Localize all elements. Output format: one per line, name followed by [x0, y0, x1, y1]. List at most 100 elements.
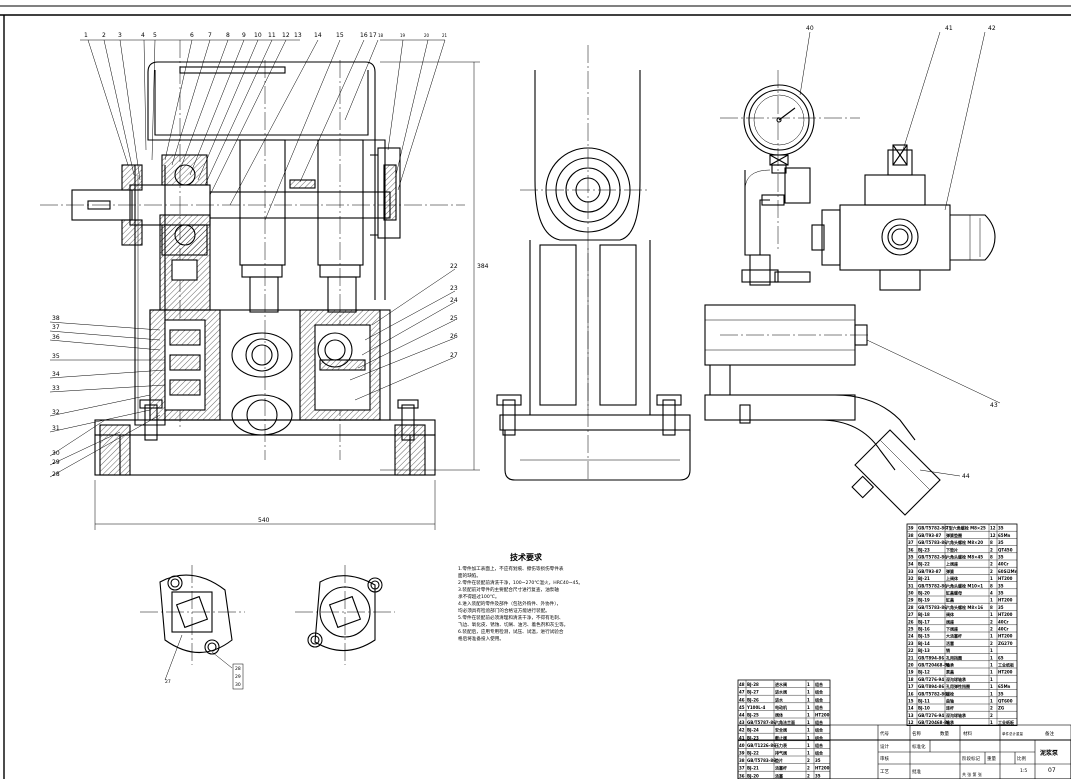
bom-upper-cell: 2 [990, 641, 993, 646]
callout-detail-29: 29 [235, 674, 241, 680]
callout-19: 19 [400, 33, 406, 38]
bom-upper-cell: BJ-10 [918, 706, 930, 711]
leader-lines-mid [349, 268, 456, 401]
bom-upper-cell: 33 [908, 569, 914, 574]
bom-upper-cell: GB/T5783-86 [918, 540, 947, 545]
bom-lower-cell: 40 [739, 743, 745, 748]
bom-upper-cell: 30 [908, 591, 914, 596]
bom-upper-cell: GB/T894-86 [918, 684, 944, 689]
bom-upper-cell: 六角头螺栓 M8×16 [946, 604, 983, 610]
bom-upper-cell: HT200 [998, 670, 1013, 675]
tech-requirements-text: 1.零件加工表面上，不应有划痕、擦伤等损伤零件表 面的缺陷。 2.零件在装配前清… [458, 565, 583, 642]
bom-upper-cell: 工业纸板 [998, 719, 1015, 725]
callout-3: 3 [118, 32, 122, 39]
bom-upper-cell: 1 [990, 691, 993, 696]
tech-line-10: 6.装配后，应用专用检测，试压、试温，进行试验合 [458, 628, 564, 635]
bom-upper-cell: 27 [908, 612, 914, 617]
bom-upper-cell: 1 [990, 677, 993, 682]
bom-lower-cell: BJ-25 [747, 713, 759, 718]
callout-24: 24 [450, 297, 458, 304]
callouts-top-left: 1 2 3 4 5 6 7 8 9 10 11 12 13 14 15 16 1… [84, 32, 448, 39]
leader-lines-left [49, 321, 166, 478]
bom-upper-cell: 2 [990, 569, 993, 574]
title-heading-mass: 单件总计重量 [1002, 731, 1023, 736]
bom-lower-cell: 43 [739, 720, 745, 725]
bom-lower-cell: BJ-21 [747, 766, 759, 771]
bom-upper-cell: 2 [990, 627, 993, 632]
bom-upper-cell: GB/T5782-86 [918, 555, 947, 560]
bom-upper-cell: BJ-12 [918, 670, 930, 675]
bom-lower-cell: 压力表 [775, 742, 787, 748]
bom-lower-cell: 35 [815, 758, 821, 763]
bom-upper-cell: 孔用弹性挡圈 [946, 683, 970, 689]
bom-upper-cell: 31 [908, 583, 914, 588]
title-heading-name: 名称 [912, 730, 921, 737]
bom-upper-cell: BJ-15 [918, 634, 930, 639]
bom-lower-cell: 47 [739, 690, 745, 695]
bom-upper-cell: 65Mn [998, 533, 1011, 538]
bom-lower-cell: 38 [739, 758, 745, 763]
bom-upper-cell: 1 [990, 670, 993, 675]
tech-line-4: 3.装配前对零件的主要配合尺寸进行复查，油泵轴 [458, 586, 559, 593]
bom-upper-cell: 40Cr [998, 627, 1009, 632]
bom-lower-cell: 截止阀 [775, 734, 787, 740]
bom-upper-cell: 销 [946, 647, 950, 653]
bom-upper-cell: 13 [908, 713, 914, 718]
bom-upper-cell: BJ-21 [918, 576, 930, 581]
bom-upper-cell: 16 [908, 691, 914, 696]
callout-33: 33 [52, 385, 60, 392]
bom-upper-cell: ZG [998, 706, 1004, 711]
bom-lower-cell: 六角法兰面 [775, 719, 795, 725]
bom-upper-cell: 65Mn [998, 684, 1011, 689]
bom-lower-cell: 组合 [815, 727, 823, 733]
bom-upper-cell: BJ-13 [918, 648, 930, 653]
bom-upper-cell: 35 [998, 540, 1004, 545]
title-heading-qty: 数量 [940, 730, 949, 737]
bom-upper-cell: 螺栓 [946, 690, 954, 696]
tech-line-3: 2.零件在装配前清洗干净，100~270℃温火，HRC40~45。 [458, 579, 583, 586]
bom-upper-cell: 大活塞杆 [946, 633, 962, 639]
title-designer: 设计 [880, 743, 889, 750]
bom-upper-cell: 1 [990, 720, 993, 725]
bom-upper-cell: 2 [990, 713, 993, 718]
bom-upper-cell: 泵盖 [945, 669, 954, 675]
title-process: 工艺 [880, 769, 889, 775]
bom-lower-cell: 44 [739, 713, 745, 718]
bom-upper-cell: GB/T276-94 [918, 677, 944, 682]
bom-lower-cell: 安全阀 [775, 727, 787, 733]
bom-upper-cell: 24 [908, 634, 914, 639]
bom-upper-cell: BJ-20 [918, 591, 930, 596]
bom-lower-cell: 42 [739, 728, 745, 733]
bom-lower-cell: 垫片 [775, 757, 783, 763]
callout-31: 31 [52, 425, 60, 432]
callout-40: 40 [806, 25, 814, 32]
bom-upper-cell: GB/T93-87 [918, 569, 942, 574]
bom-upper-cell: T型六角螺栓 M8×25 [946, 525, 986, 531]
bom-upper-cell: GB/T5782-86 [918, 691, 947, 696]
callout-25: 25 [450, 315, 458, 322]
title-block [737, 724, 1071, 779]
callout-15: 15 [336, 32, 344, 39]
bom-lower-cell: 组合 [815, 742, 823, 748]
bom-upper-cell: 1 [990, 684, 993, 689]
title-approve: 批准 [912, 768, 921, 775]
dim-height-label: 384 [477, 263, 489, 270]
bom-lower-cell: 48 [739, 682, 745, 687]
bom-upper-cell: 36 [908, 547, 914, 552]
bom-lower-cell: HT200 [815, 766, 830, 771]
right-view [704, 70, 996, 516]
bom-upper-cell: 轴承 [946, 719, 954, 725]
bom-lower-cell: 1 [807, 728, 810, 733]
bom-lower-cell: 组合 [815, 696, 823, 702]
bom-upper-cell: BJ-14 [918, 641, 930, 646]
bom-upper-cell: 60Si2Mn [998, 569, 1018, 574]
bom-lower-cell: 1 [807, 697, 810, 702]
bom-lower-cell: GB/T1226-86 [747, 743, 776, 748]
bom-lower-cell: BJ-26 [747, 697, 759, 702]
callout-12: 12 [282, 32, 290, 39]
bom-upper-cell: GB/T894-86 [918, 655, 944, 660]
bom-upper-cell: 40Cr [998, 562, 1009, 567]
callout-17: 17 [369, 32, 377, 39]
tech-requirements-title: 技术要求 [510, 552, 543, 562]
